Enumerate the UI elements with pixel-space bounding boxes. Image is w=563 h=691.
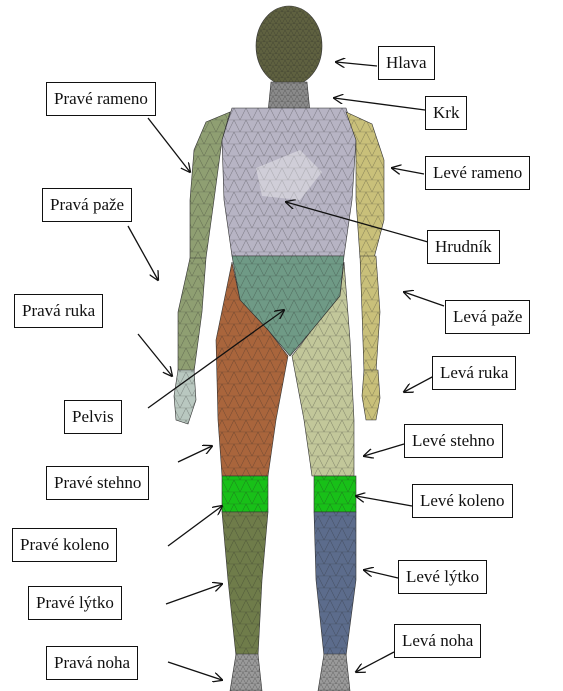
- arrow-prave-stehno: [178, 446, 212, 462]
- left-forearm: [360, 256, 380, 372]
- arrow-leva-ruka: [404, 376, 434, 392]
- arrow-leve-stehno: [364, 444, 404, 456]
- arrow-prava-noha: [168, 662, 222, 680]
- neck: [268, 82, 310, 112]
- label-krk: Krk: [425, 96, 467, 130]
- label-leva-ruka: Levá ruka: [432, 356, 516, 390]
- label-prava-ruka: Pravá ruka: [14, 294, 103, 328]
- right-hand: [174, 370, 196, 424]
- right-shin: [222, 512, 268, 656]
- arrow-leva-paze: [404, 292, 444, 306]
- label-prava-paze: Pravá paže: [42, 188, 132, 222]
- arrow-prave-rameno: [148, 118, 190, 172]
- label-prave-koleno: Pravé koleno: [12, 528, 117, 562]
- arrow-leva-noha: [356, 652, 394, 672]
- label-hlava: Hlava: [378, 46, 435, 80]
- left-knee: [314, 476, 356, 512]
- label-leve-rameno: Levé rameno: [425, 156, 530, 190]
- arrow-krk: [334, 98, 425, 110]
- label-prave-stehno: Pravé stehno: [46, 466, 149, 500]
- arrow-leve-rameno: [392, 168, 424, 174]
- label-leva-paze: Levá paže: [445, 300, 530, 334]
- left-foot: [318, 654, 350, 691]
- label-leve-stehno: Levé stehno: [404, 424, 503, 458]
- right-forearm: [178, 258, 206, 372]
- arrow-prava-paze: [128, 226, 158, 280]
- label-prave-lytko: Pravé lýtko: [28, 586, 122, 620]
- arrow-prave-lytko: [166, 584, 222, 604]
- head: [256, 6, 322, 86]
- label-hrudnik: Hrudník: [427, 230, 500, 264]
- label-leve-lytko: Levé lýtko: [398, 560, 487, 594]
- label-prave-rameno: Pravé rameno: [46, 82, 156, 116]
- left-hand: [362, 370, 380, 420]
- arrow-leve-lytko: [364, 570, 398, 578]
- arrow-prava-ruka: [138, 334, 172, 376]
- arrow-prave-koleno: [168, 506, 222, 546]
- left-shin: [314, 512, 356, 656]
- label-leva-noha: Levá noha: [394, 624, 481, 658]
- right-knee: [222, 476, 268, 512]
- right-foot: [230, 654, 262, 691]
- label-prava-noha: Pravá noha: [46, 646, 138, 680]
- arrow-leve-koleno: [356, 496, 412, 506]
- arrow-hlava: [336, 62, 377, 66]
- label-leve-koleno: Levé koleno: [412, 484, 513, 518]
- label-pelvis: Pelvis: [64, 400, 122, 434]
